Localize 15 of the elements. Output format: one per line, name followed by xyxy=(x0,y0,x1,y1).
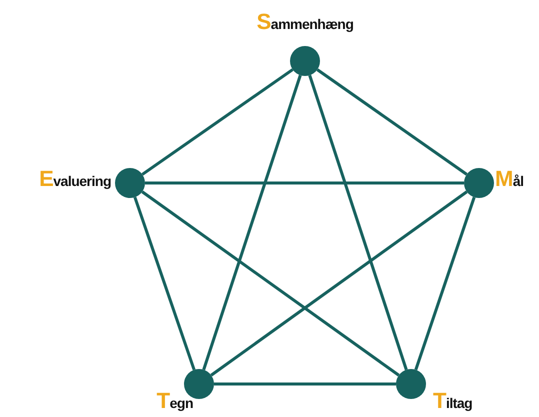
connector-line xyxy=(210,190,468,376)
node-label: Sammenhæng xyxy=(256,11,354,35)
connector-line xyxy=(414,196,476,370)
connector-line xyxy=(141,190,400,376)
node-label: Tegn xyxy=(156,390,193,414)
connector-line xyxy=(202,74,302,370)
node-label: Evaluering xyxy=(39,168,111,192)
connector-line xyxy=(214,382,396,386)
node-label: Mål xyxy=(495,168,524,192)
connector-line xyxy=(133,196,196,370)
connector-line xyxy=(145,182,464,184)
connector-line xyxy=(141,68,294,176)
connector-line xyxy=(308,74,408,370)
node-label: Tiltag xyxy=(433,390,472,414)
connector-line xyxy=(316,68,468,176)
